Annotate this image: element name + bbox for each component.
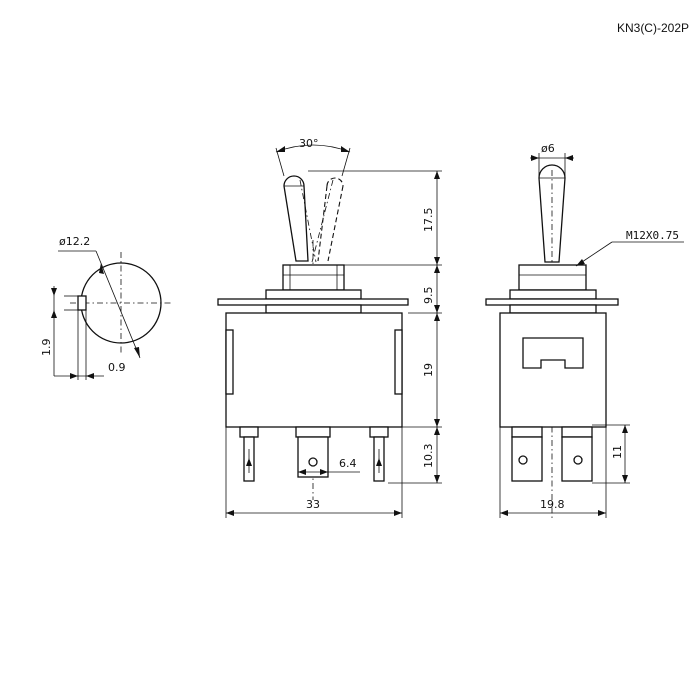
thread-label: M12X0.75 [626, 229, 679, 242]
side-term-arrow-bottom [622, 475, 628, 483]
switch-body [225, 312, 403, 428]
height-arrow-3 [434, 265, 440, 273]
angle-label: 30° [299, 137, 319, 150]
terminal-mid-base [295, 426, 331, 438]
side-width-label: 19.8 [540, 498, 565, 511]
key-width-arrow-left [70, 373, 78, 379]
angle-ext-right [341, 147, 351, 177]
side-term-arrow-top [622, 425, 628, 433]
diameter-arrow-2 [99, 263, 104, 274]
mounting-plate [217, 298, 409, 306]
side-body [499, 312, 607, 428]
lever-right-axis [311, 179, 334, 263]
side-terminal-right [561, 436, 593, 482]
key-height-arrow-bottom [51, 310, 57, 318]
lever-dia-arrow-left [531, 155, 539, 161]
side-body-window [522, 337, 584, 369]
bushing-nut [282, 264, 345, 291]
height-arrow-4 [434, 305, 440, 313]
angle-arrow-right [341, 146, 350, 152]
terminal-height-label: 10.3 [422, 444, 435, 469]
part-number-title: KN3(C)-202P [617, 21, 689, 35]
bushing-circle-view: ø12.2 1.9 0.9 [40, 235, 172, 380]
body-tab-left [225, 329, 234, 395]
height-arrow-8 [434, 475, 440, 483]
side-terminal-left-hole [518, 455, 528, 465]
side-terminal-left-base [511, 426, 543, 438]
terminal-right-base [369, 426, 389, 438]
bushing-height-label: 9.5 [422, 287, 435, 305]
height-arrow-7 [434, 427, 440, 435]
side-terminal-right-base [561, 426, 593, 438]
lower-nut [265, 289, 362, 300]
terminal-left-base [239, 426, 259, 438]
side-mounting-plate [485, 298, 619, 306]
diameter-leader [95, 250, 141, 359]
terminal-mid-hole [308, 457, 318, 467]
terminal-left-mark [246, 458, 252, 466]
side-view: ø6 M12X0.75 11 19.8 [485, 142, 684, 520]
thread-arrow [576, 259, 585, 266]
front-view: 30° 6.4 33 [217, 137, 442, 518]
body-width-arrow-right [394, 510, 402, 516]
lever-diameter-label: ø6 [541, 142, 555, 155]
washer [265, 304, 362, 314]
terminal-width-label: 6.4 [339, 457, 357, 470]
side-nut [518, 264, 587, 291]
body-width-arrow-left [226, 510, 234, 516]
terminal-width-arrow-left [298, 469, 306, 475]
side-terminal-right-hole [573, 455, 583, 465]
key-height-arrow-top [51, 288, 57, 296]
lever-left [283, 175, 309, 262]
height-arrow-6 [434, 419, 440, 427]
terminal-right-mark [376, 458, 382, 466]
lever-height-label: 17.5 [422, 208, 435, 233]
key-width-label: 0.9 [108, 361, 126, 374]
side-terminal-height-label: 11 [611, 445, 624, 459]
body-width-label: 33 [306, 498, 320, 511]
lever-right-dashed [317, 177, 344, 262]
side-width-arrow-right [598, 510, 606, 516]
body-height-label: 19 [422, 363, 435, 377]
key-width-arrow-right [86, 373, 94, 379]
lever-left-axis [299, 179, 317, 263]
side-washer [509, 304, 597, 314]
lever-dia-arrow-right [565, 155, 573, 161]
diameter-label: ø12.2 [59, 235, 90, 248]
angle-ext-left [275, 147, 285, 177]
body-tab-right [394, 329, 403, 395]
side-width-arrow-left [500, 510, 508, 516]
angle-arrow-left [276, 146, 285, 152]
terminal-width-arrow-right [320, 469, 328, 475]
key-height-label: 1.9 [40, 339, 53, 357]
keyway-notch [77, 295, 87, 311]
height-arrow-5 [434, 313, 440, 321]
height-arrow-2 [434, 257, 440, 265]
height-arrow-1 [434, 171, 440, 179]
side-lower-nut [509, 289, 597, 300]
diameter-arrow [134, 347, 140, 358]
